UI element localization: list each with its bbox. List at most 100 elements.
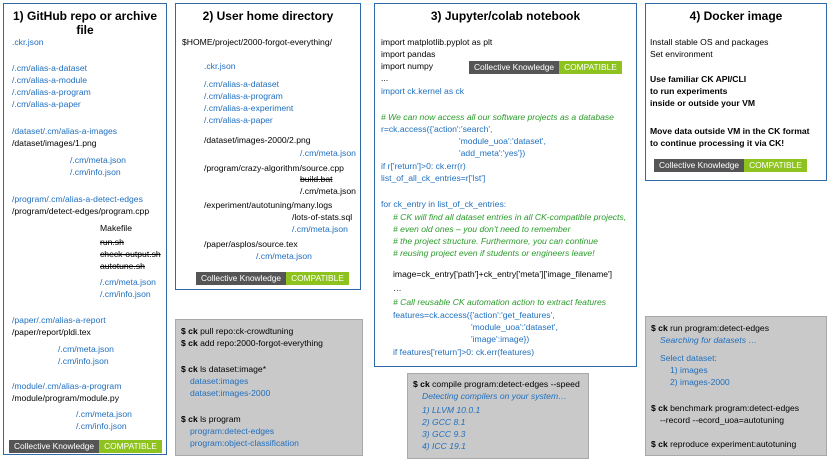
- code-line: features=ck.access({'action':'get_featur…: [393, 310, 555, 320]
- panel-title: 3) Jupyter/colab notebook: [430, 9, 581, 23]
- jupyter-notebook-panel: 3) Jupyter/colab notebook import matplot…: [374, 3, 637, 367]
- code-line: import pandas: [381, 49, 436, 59]
- cli-box-repo: $ ck pull repo:ck-crowdtuning $ ck add r…: [175, 319, 363, 456]
- code-comment: # even old ones – you don't need to reme…: [393, 224, 571, 234]
- code-line: image=ck_entry['path']+ck_entry['meta'][…: [393, 269, 613, 279]
- cli-command: $ ck add repo:2000-forgot-everything: [181, 338, 323, 348]
- code-line: 'module_uoa':'dataset',: [459, 136, 546, 146]
- tree-line: /paper/.cm/alias-a-report: [12, 315, 106, 325]
- tree-line: /.cm/alias-a-module: [12, 75, 87, 85]
- code-line: ...: [381, 73, 389, 83]
- tree-line: /dataset/.cm/alias-a-images: [12, 126, 118, 136]
- cli-output: 4) ICC 19.1: [422, 441, 466, 451]
- code-line: for ck_entry in list_of_ck_entries:: [381, 199, 507, 209]
- cli-output: dataset:images: [190, 376, 249, 386]
- cli-output: program:detect-edges: [190, 426, 275, 436]
- code-line: if r['return']>0: ck.err(r): [381, 161, 466, 171]
- code-comment: # Call reusable CK automation action to …: [393, 297, 607, 307]
- cli-output: Detecting compilers on your system…: [422, 391, 567, 401]
- badge-label: Collective Knowledge: [654, 159, 745, 172]
- docker-line: Use familiar CK API/CLI: [650, 74, 747, 84]
- tree-line: /.cm/meta.json: [256, 251, 312, 261]
- tree-line: /.cm/meta.json: [100, 277, 156, 287]
- docker-line: inside or outside your VM: [650, 98, 756, 108]
- cli-box-compile: $ ck compile program:detect-edges --spee…: [407, 373, 589, 459]
- badge-label: Collective Knowledge: [469, 61, 560, 74]
- code-comment: # We can now access all our software pro…: [381, 112, 614, 122]
- tree-line: /.cm/info.json: [70, 167, 121, 177]
- code-line: import numpy: [381, 61, 434, 71]
- code-line: list_of_all_ck_entries=r['lst']: [381, 173, 486, 183]
- code-comment: # the project structure. Furthermore, yo…: [393, 236, 598, 246]
- tree-line: /.cm/alias-a-paper: [204, 115, 273, 125]
- tree-line: /.cm/info.json: [58, 356, 109, 366]
- tree-line: $HOME/project/2000-forgot-everything/: [182, 37, 332, 47]
- tree-line: autotune.sh: [100, 261, 145, 271]
- cli-output: dataset:images-2000: [190, 388, 271, 398]
- cli-command: $ ck pull repo:ck-crowdtuning: [181, 326, 294, 336]
- tree-line: /.cm/alias-a-program: [204, 91, 283, 101]
- docker-line: to run experiments: [650, 86, 728, 96]
- badge-label: Collective Knowledge: [196, 272, 287, 285]
- tree-line: /.cm/meta.json: [292, 224, 348, 234]
- tree-line: /program/.cm/alias-a-detect-edges: [12, 194, 143, 204]
- tree-line: /paper/asplos/source.tex: [204, 239, 298, 249]
- user-home-panel: 2) User home directory $HOME/project/200…: [175, 3, 361, 290]
- code-line: import matplotlib.pyplot as plt: [381, 37, 493, 47]
- cli-output: Select dataset:: [660, 353, 717, 363]
- cli-output: 2) images-2000: [670, 377, 730, 387]
- code-line: 'module_uoa':'dataset',: [471, 322, 558, 332]
- cli-command: $ ck benchmark program:detect-edges: [651, 403, 800, 413]
- docker-image-panel: 4) Docker image Install stable OS and pa…: [645, 3, 827, 181]
- cli-command: --record --ecord_uoa=autotuning: [660, 415, 784, 425]
- github-repo-panel: 1) GitHub repo or archive file .ckr.json…: [3, 3, 167, 455]
- code-line: 'image':image}): [471, 334, 530, 344]
- tree-line: /.cm/meta.json: [300, 148, 356, 158]
- badge-status: COMPATIBLE: [286, 272, 349, 285]
- cli-command: $ ck ls dataset:image*: [181, 364, 267, 374]
- code-line: 'add_meta':'yes'}): [459, 148, 526, 158]
- docker-line: Move data outside VM in the CK format: [650, 126, 810, 136]
- tree-line: /.cm/info.json: [76, 421, 127, 431]
- tree-line: /.cm/meta.json: [58, 344, 114, 354]
- tree-line: /experiment/autotuning/many.logs: [204, 200, 333, 210]
- tree-line: /.cm/meta.json: [300, 186, 356, 196]
- tree-line: Makefile: [100, 223, 132, 233]
- docker-line: Set environment: [650, 49, 713, 59]
- cli-command: $ ck reproduce experiment:autotuning: [651, 439, 797, 449]
- tree-line: /program/crazy-algorithm/source.cpp: [204, 163, 344, 173]
- tree-line: /.cm/alias-a-program: [12, 87, 91, 97]
- tree-line: /paper/report/pldi.tex: [12, 327, 91, 337]
- tree-line: /module/.cm/alias-a-program: [12, 381, 122, 391]
- tree-line: /.cm/alias-a-paper: [12, 99, 81, 109]
- badge-status: COMPATIBLE: [744, 159, 807, 172]
- code-line: …: [393, 283, 402, 293]
- panel-title: 2) User home directory: [202, 9, 334, 23]
- code-comment: # reusing project even if students or en…: [393, 248, 595, 258]
- code-line: r=ck.access({'action':'search',: [381, 124, 493, 134]
- tree-line: /.cm/alias-a-dataset: [12, 63, 87, 73]
- tree-line: /.cm/info.json: [100, 289, 151, 299]
- tree-line: /.cm/alias-a-dataset: [204, 79, 279, 89]
- panel-title: 4) Docker image: [689, 9, 783, 23]
- cli-output: 2) GCC 8.1: [422, 417, 466, 427]
- cli-output: program:object-classification: [190, 438, 299, 448]
- cli-box-run: $ ck run program:detect-edges Searching …: [645, 316, 827, 456]
- tree-line: run.sh: [100, 237, 124, 247]
- badge-status: COMPATIBLE: [99, 440, 162, 453]
- cli-command: $ ck run program:detect-edges: [651, 323, 770, 333]
- tree-line: .ckr.json: [204, 61, 236, 71]
- tree-line: build.bat: [300, 174, 333, 184]
- cli-output: 3) GCC 9.3: [422, 429, 466, 439]
- badge-status: COMPATIBLE: [559, 61, 622, 74]
- cli-command: $ ck compile program:detect-edges --spee…: [413, 379, 580, 389]
- panel-title: 1) GitHub repo or archive file: [12, 9, 158, 37]
- tree-line: /.cm/meta.json: [76, 409, 132, 419]
- cli-output: Searching for datasets …: [660, 335, 757, 345]
- cli-command: $ ck ls program: [181, 414, 241, 424]
- badge-label: Collective Knowledge: [9, 440, 100, 453]
